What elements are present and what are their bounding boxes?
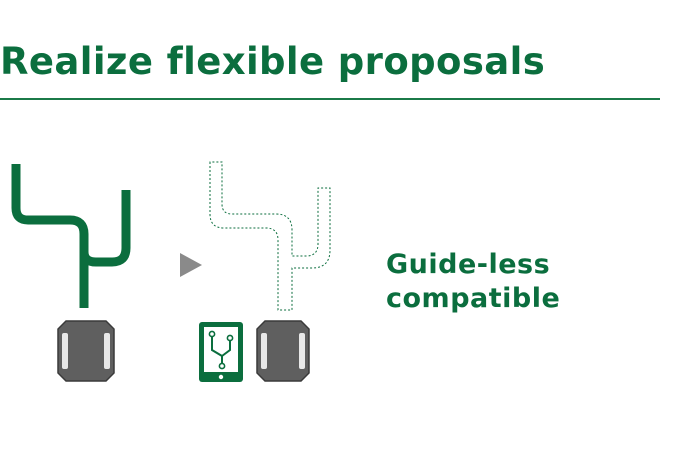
caption-line-2: compatible	[386, 283, 561, 314]
play-triangle-icon	[180, 253, 202, 277]
feature-caption: Guide-less compatible	[386, 248, 560, 316]
guide-tape-path	[11, 164, 131, 308]
agv-robot-icon	[256, 320, 310, 382]
agv-robot-icon	[57, 320, 115, 382]
caption-line-1: Guide-less	[386, 249, 551, 280]
title-divider	[0, 98, 660, 100]
page-title: Realize flexible proposals	[0, 40, 546, 83]
virtual-route-path	[209, 161, 331, 311]
tablet-route-icon	[199, 322, 243, 382]
